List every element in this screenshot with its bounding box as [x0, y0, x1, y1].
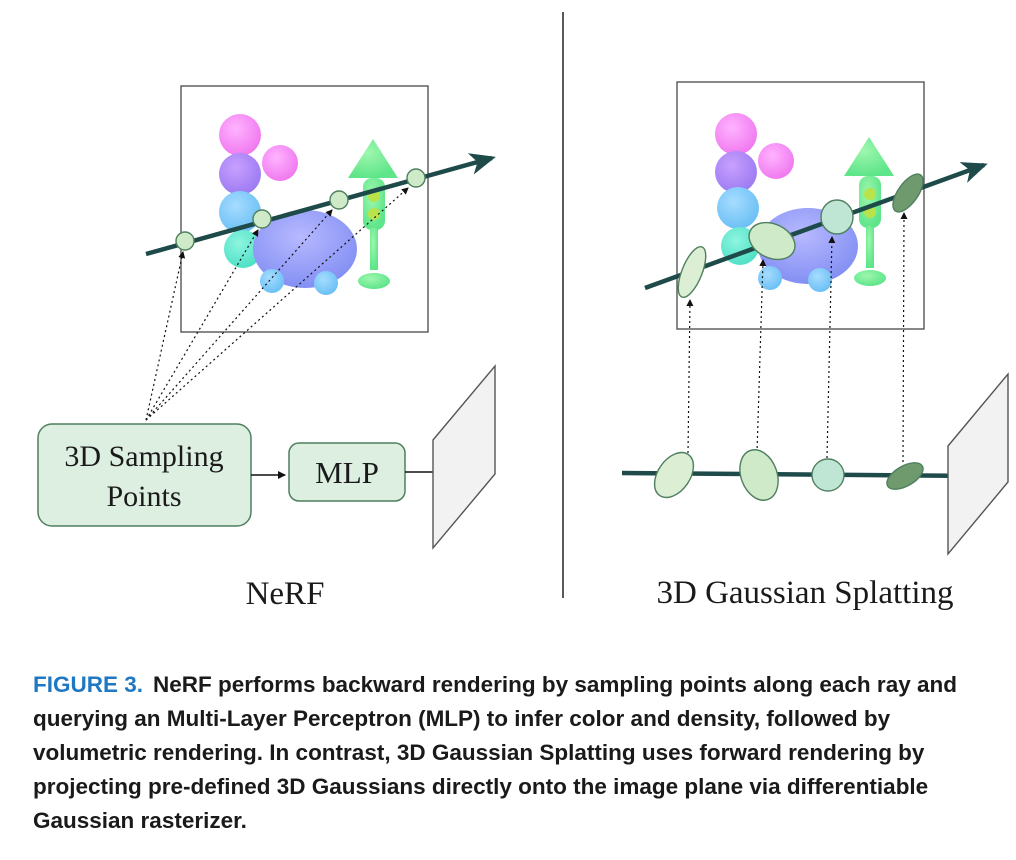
- gaussian-projection-lines: [686, 212, 908, 463]
- nerf-title: NeRF: [246, 576, 325, 612]
- figure-caption-label: FIGURE 3.: [33, 672, 144, 697]
- figure-illustration: 3D Sampling Points MLP NeRF: [37, 12, 1009, 612]
- nerf-panel: 3D Sampling Points MLP NeRF: [37, 85, 496, 612]
- mlp-label: MLP: [315, 455, 379, 490]
- gaussian-splats-3d: [677, 173, 924, 299]
- gaussian-image-plane: [947, 372, 1009, 556]
- gaussian-panel: 3D Gaussian Splatting: [621, 81, 1009, 611]
- nerf-ray: [145, 153, 496, 257]
- gaussian-splats-2d: [653, 449, 924, 501]
- sampling-box-label-line1: 3D Sampling: [64, 440, 223, 473]
- mlp-box: MLP: [288, 442, 406, 502]
- sampling-points-box: 3D Sampling Points: [37, 423, 252, 527]
- figure-caption: FIGURE 3.NeRF performs backward renderin…: [33, 668, 1008, 838]
- nerf-scene-objects: [219, 114, 398, 295]
- sampling-box-label-line2: Points: [106, 480, 181, 513]
- figure-caption-text: NeRF performs backward rendering by samp…: [33, 672, 957, 833]
- gaussian-scene-frame: [676, 81, 925, 330]
- nerf-sample-points: [175, 168, 426, 251]
- gaussian-title: 3D Gaussian Splatting: [657, 575, 954, 611]
- nerf-image-plane: [432, 364, 496, 550]
- nerf-sampling-rays: [145, 187, 409, 421]
